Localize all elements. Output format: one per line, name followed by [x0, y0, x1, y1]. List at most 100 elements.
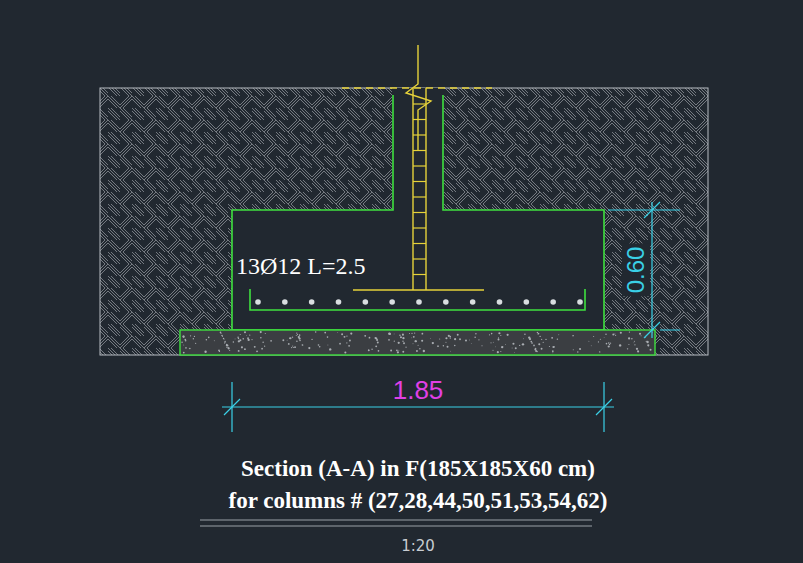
speck: [403, 342, 405, 344]
speck: [489, 334, 490, 335]
speck: [182, 335, 184, 337]
speck: [324, 332, 326, 334]
speck: [445, 337, 447, 339]
speck: [468, 339, 470, 341]
speck: [375, 345, 377, 347]
speck: [551, 337, 553, 339]
speck: [552, 350, 554, 352]
speck: [264, 346, 265, 347]
speck: [244, 348, 246, 350]
speck: [511, 347, 513, 349]
speck: [599, 351, 600, 352]
speck: [411, 333, 412, 334]
speck: [450, 338, 451, 339]
speck: [437, 345, 439, 347]
speck: [183, 344, 185, 346]
speck: [432, 342, 434, 344]
speck: [402, 337, 404, 339]
speck: [491, 333, 493, 335]
speck: [289, 337, 291, 339]
speck: [195, 343, 196, 344]
speck: [194, 336, 195, 337]
speck: [315, 331, 317, 333]
speck: [369, 337, 371, 339]
speck: [291, 347, 292, 348]
speck: [608, 345, 610, 347]
speck: [537, 333, 538, 334]
speck: [443, 345, 444, 346]
rebar-dot: [255, 299, 261, 305]
speck: [247, 337, 249, 339]
speck: [497, 351, 499, 353]
speck: [507, 334, 509, 336]
speck: [182, 336, 184, 338]
speck: [498, 332, 500, 334]
speck: [238, 350, 240, 352]
speck: [522, 343, 524, 345]
speck: [490, 342, 491, 343]
stirrup: [413, 165, 426, 166]
speck: [439, 338, 440, 339]
speck: [294, 346, 296, 348]
section-title: Section (A-A) in F(185X185X60 cm): [241, 457, 595, 480]
speck: [244, 331, 246, 333]
speck: [600, 339, 601, 340]
speck: [415, 340, 417, 342]
rebar-dot: [550, 299, 556, 305]
speck: [610, 343, 611, 344]
speck: [501, 346, 503, 348]
speck: [292, 336, 293, 337]
speck: [421, 333, 423, 335]
speck: [498, 337, 499, 338]
stirrup: [413, 274, 426, 275]
speck: [377, 341, 379, 343]
speck: [423, 350, 425, 352]
speck: [619, 344, 621, 346]
stirrup: [413, 103, 426, 104]
speck: [414, 340, 416, 342]
speck: [454, 338, 456, 340]
speck: [400, 336, 402, 338]
speck: [637, 350, 639, 352]
rebar-dot: [416, 299, 422, 305]
speck: [311, 339, 312, 340]
speck: [408, 332, 410, 334]
speck: [590, 345, 592, 347]
speck: [416, 350, 418, 352]
speck: [348, 345, 350, 347]
stirrup: [413, 119, 426, 120]
rebar-callout: 13Ø12 L=2.5: [236, 254, 366, 278]
speck: [545, 339, 546, 340]
speck: [368, 349, 370, 351]
speck: [639, 333, 641, 335]
speck: [245, 335, 247, 337]
speck: [513, 352, 515, 354]
speck: [628, 337, 630, 339]
speck: [531, 342, 533, 344]
speck: [341, 333, 343, 335]
speck: [225, 341, 227, 343]
rebar-dot: [336, 299, 342, 305]
speck: [549, 346, 550, 347]
speck: [398, 342, 400, 344]
speck: [239, 339, 241, 341]
speck: [299, 334, 301, 336]
speck: [552, 352, 554, 354]
stirrup: [413, 134, 426, 135]
dimension-text: 0.60: [622, 244, 650, 297]
speck: [475, 333, 476, 334]
speck: [249, 334, 250, 335]
speck: [529, 338, 531, 340]
speck: [538, 333, 539, 334]
speck: [308, 347, 310, 349]
speck: [577, 351, 578, 352]
speck: [223, 338, 224, 339]
speck: [454, 345, 455, 346]
speck: [633, 342, 635, 344]
caption-underline: [200, 520, 592, 526]
section-subtitle: for columns # (27,28,44,50,51,53,54,62): [228, 489, 607, 512]
speck: [393, 333, 395, 335]
speck: [572, 335, 573, 336]
speck: [478, 339, 479, 340]
